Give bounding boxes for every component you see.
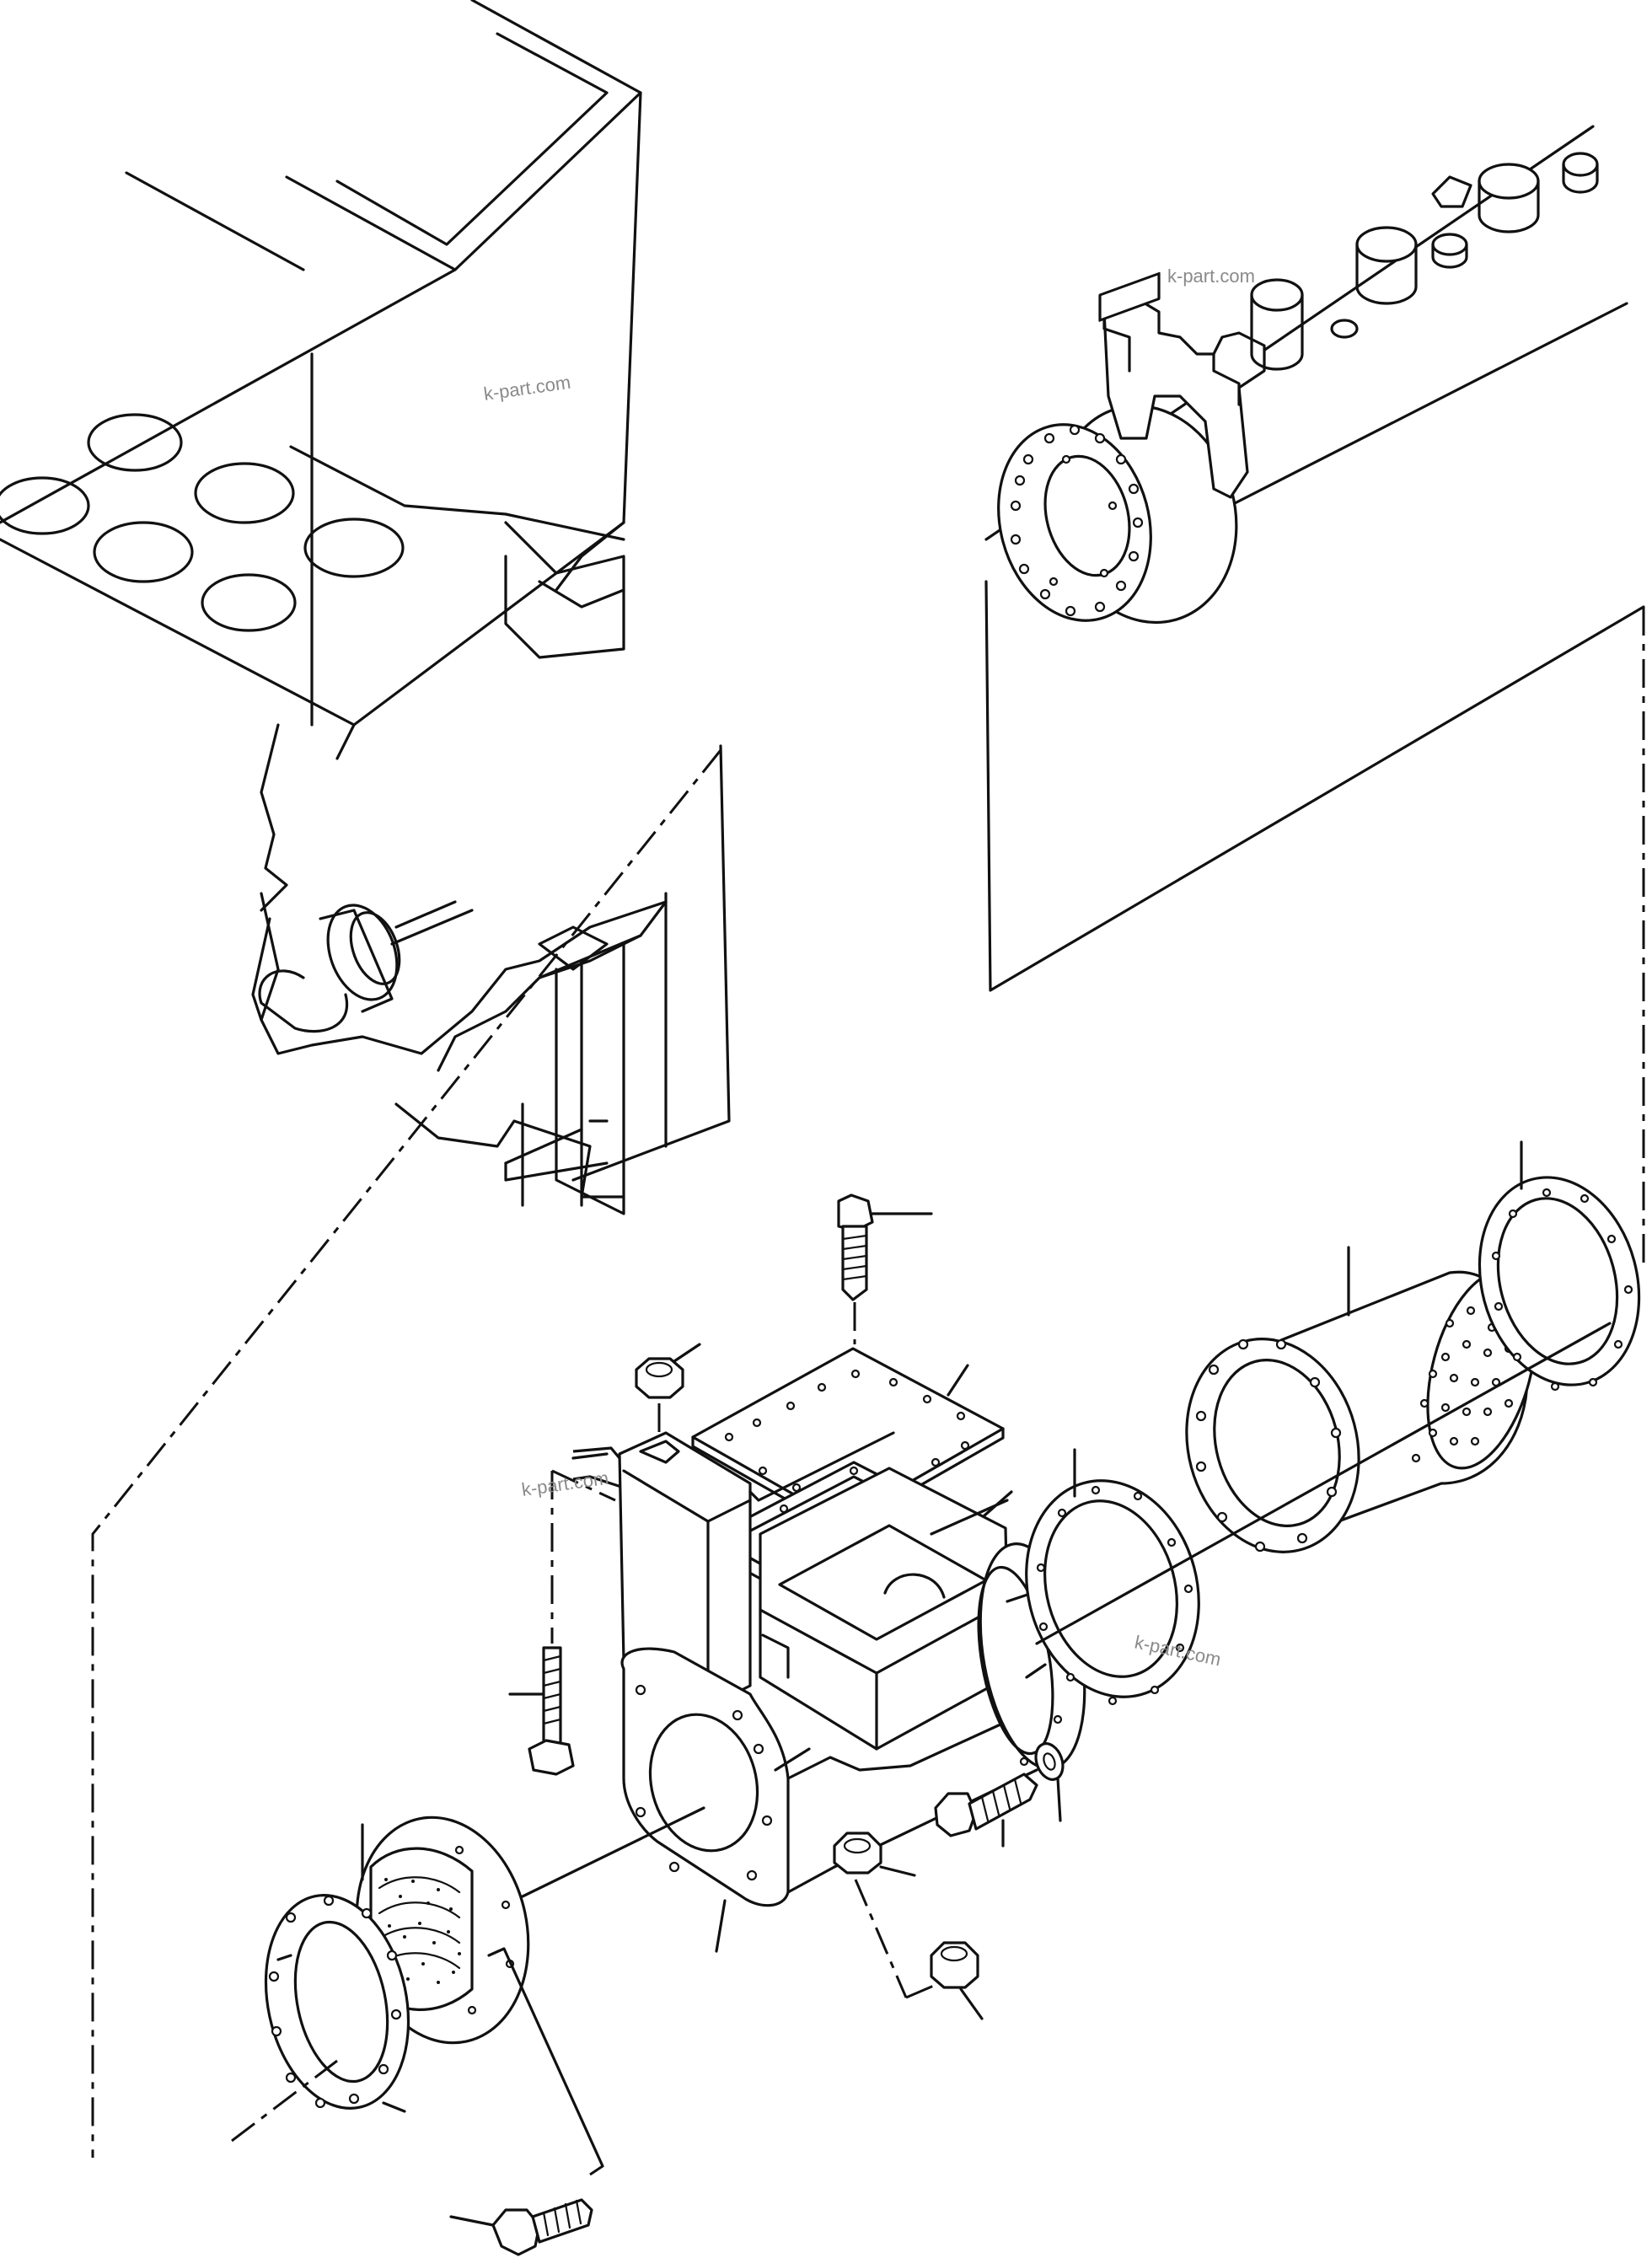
flange-gasket-1	[1025, 1448, 1200, 1706]
lower-nut-axis	[854, 1879, 908, 1998]
watermark-text: k-part.com	[520, 1467, 609, 1500]
flex-coupling	[264, 1816, 530, 2113]
mount-bolt-guide	[551, 1469, 616, 1502]
housing-leader	[715, 1899, 727, 1953]
top-cover-bolt	[837, 1193, 933, 1301]
watermark-text: k-part.com	[1167, 265, 1255, 287]
right-center-axis	[1035, 1322, 1612, 1645]
inner-pipe-bracket	[251, 892, 668, 1215]
side-flange-bolt	[934, 1742, 1065, 1848]
housing-leader-2	[774, 1747, 811, 1772]
pipe-perforations	[1411, 1306, 1514, 1463]
crankshaft-assembly	[984, 125, 1628, 625]
bottom-bolt-axis	[589, 2164, 603, 2176]
lower-hex-nut	[833, 1832, 916, 1877]
watermark-text: k-part.com	[482, 372, 571, 405]
alignment-line-left	[91, 749, 722, 2158]
gearbox-housing	[618, 1431, 1086, 1907]
coupling-bolt-guide	[487, 1947, 604, 2168]
reference-plate-left	[571, 744, 731, 1182]
end-gasket	[1478, 1140, 1641, 1392]
engine-block-housing	[0, 0, 642, 1207]
coupling-axis-dashed	[231, 2059, 338, 2143]
lower-nut-axis-2	[905, 1983, 936, 1999]
coupling-center-axis	[521, 1806, 705, 1898]
upper-hex-nut	[635, 1343, 701, 1399]
top-cover-plate	[691, 1347, 1005, 1532]
coupling-flange-bolt	[449, 2198, 593, 2256]
flange-bolt-holes	[1010, 424, 1144, 617]
flange-leader	[1025, 1663, 1047, 1679]
reference-plate-right	[984, 580, 1645, 992]
flange-nut	[930, 1941, 984, 2020]
housing-mount-bolt	[508, 1646, 575, 1776]
